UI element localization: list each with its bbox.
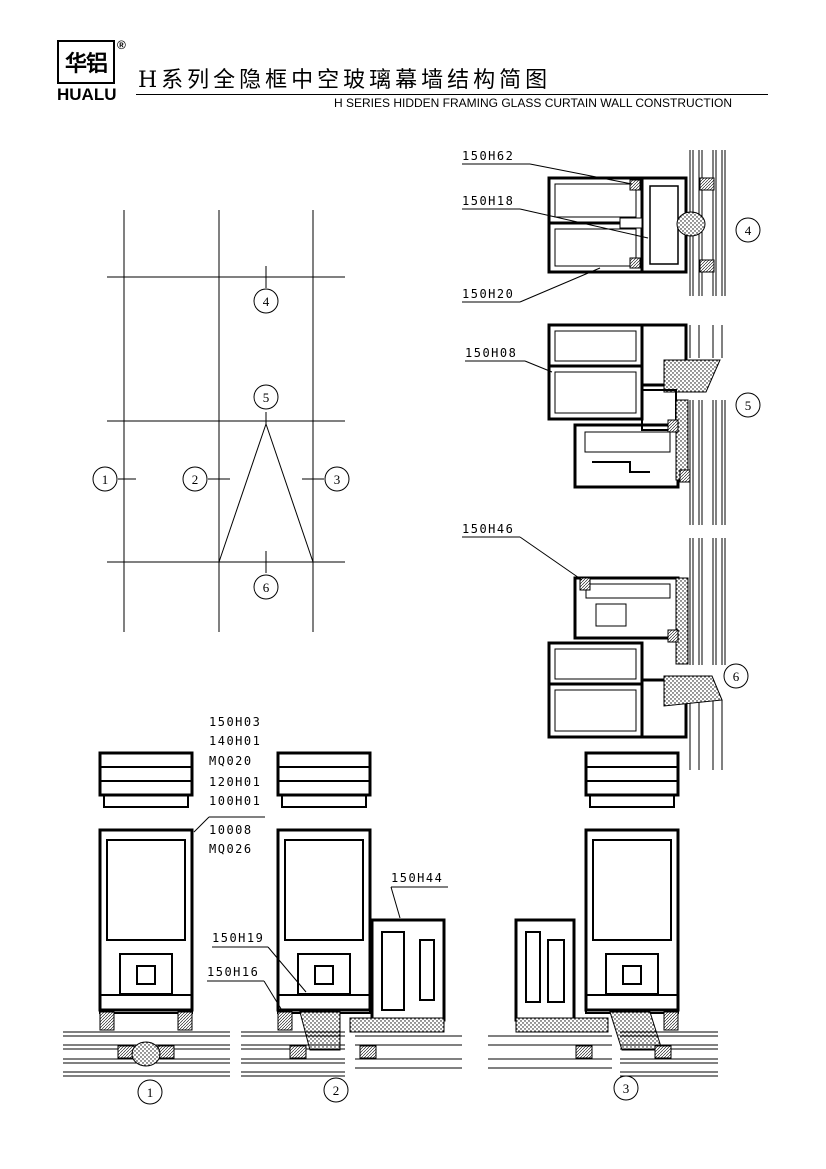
plan-marker-1: 1 [137,1079,163,1105]
page-title: H系列全隐框中空玻璃幕墙结构简图 [138,68,552,93]
svg-text:2: 2 [192,472,199,487]
svg-text:150H18: 150H18 [462,194,514,208]
plan-marker-3: 3 [613,1075,639,1101]
section-4-callouts: 150H62 150H18 150H20 4 [462,149,761,303]
section-marker-5: 5 [735,392,761,418]
hualu-logo: 华铝 ® HUALU [57,38,126,104]
svg-text:4: 4 [263,294,270,309]
svg-text:5: 5 [263,390,270,405]
svg-text:150H62: 150H62 [462,149,514,163]
registered-mark: ® [117,38,126,52]
elevation-grid [107,210,345,632]
section-marker-1: 1 [92,466,118,492]
svg-text:3: 3 [334,472,341,487]
svg-text:150H08: 150H08 [465,346,517,360]
logo-wordmark: HUALU [57,85,117,104]
svg-text:MQ026: MQ026 [209,842,253,856]
svg-text:140H01: 140H01 [209,734,261,748]
plan-detail-2: 2 [241,751,462,1103]
section-detail-5 [547,323,726,525]
svg-text:3: 3 [623,1081,630,1096]
svg-text:150H20: 150H20 [462,287,514,301]
plan-stack-labels: 150H03 140H01 MQ020 120H01 100H01 10008 … [193,715,265,856]
svg-text:100H01: 100H01 [209,794,261,808]
section-marker-4: 4 [253,288,279,314]
plan-detail-3: 3 [488,751,718,1101]
svg-text:150H46: 150H46 [462,522,514,536]
svg-text:4: 4 [745,223,752,238]
svg-text:MQ020: MQ020 [209,754,253,768]
svg-text:150H16: 150H16 [207,965,259,979]
elevation-markers: 1 2 3 4 5 6 [92,288,350,600]
title-divider [136,94,768,95]
plan-2-callouts: 150H44 150H19 150H16 [207,871,448,1013]
plan-detail-1: 1 [63,751,230,1105]
svg-text:1: 1 [147,1085,154,1100]
svg-text:6: 6 [733,669,740,684]
section-marker-2: 2 [182,466,208,492]
page-subtitle: H SERIES HIDDEN FRAMING GLASS CURTAIN WA… [334,96,733,110]
section-marker-6: 6 [253,574,279,600]
svg-text:1: 1 [102,472,109,487]
section-detail-6 [547,538,726,770]
section-6-callouts: 150H46 6 [462,522,749,689]
svg-text:150H44: 150H44 [391,871,443,885]
section-detail-4 [547,150,726,296]
logo-mark: 华铝 [57,40,115,84]
svg-text:6: 6 [263,580,270,595]
section-5-callouts: 150H08 5 [465,346,761,418]
section-marker-3: 3 [324,466,350,492]
svg-text:120H01: 120H01 [209,775,261,789]
plan-marker-2: 2 [323,1077,349,1103]
section-marker-4: 4 [735,217,761,243]
svg-text:2: 2 [333,1083,340,1098]
section-marker-5: 5 [253,384,279,410]
svg-text:150H19: 150H19 [212,931,264,945]
svg-text:10008: 10008 [209,823,253,837]
svg-text:150H03: 150H03 [209,715,261,729]
svg-text:5: 5 [745,398,752,413]
section-marker-6: 6 [723,663,749,689]
